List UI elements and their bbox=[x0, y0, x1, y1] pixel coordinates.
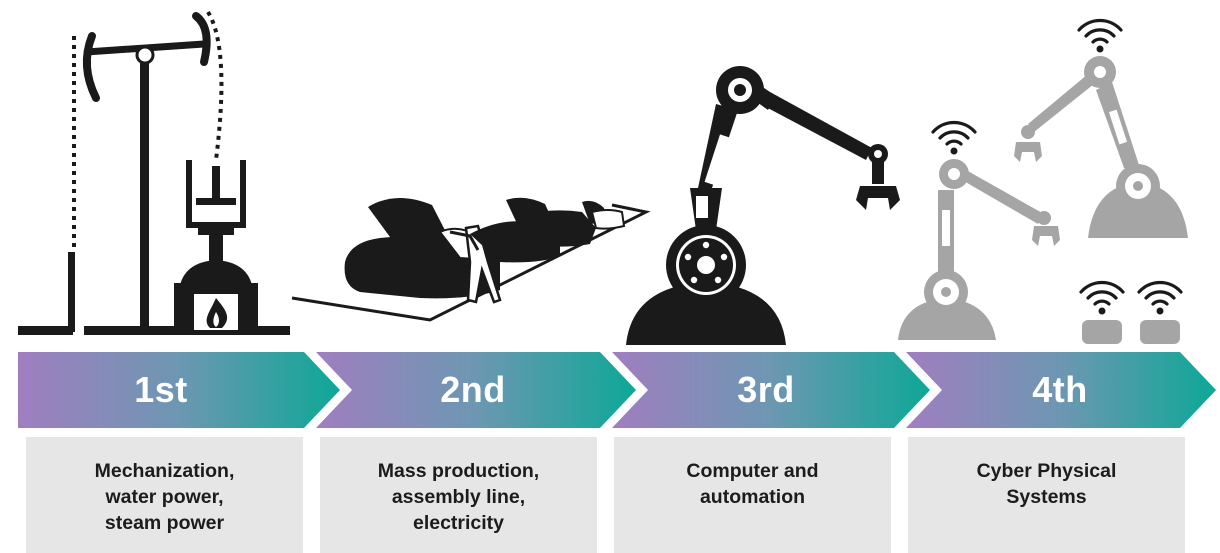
connected-robots-icon bbox=[898, 56, 1188, 344]
wifi-icon bbox=[931, 120, 977, 157]
illustrations bbox=[18, 10, 1188, 345]
steam-engine-icon bbox=[18, 10, 290, 335]
stage-description-3rd: Computer and automation bbox=[614, 437, 891, 553]
wifi-icon bbox=[1077, 18, 1123, 55]
stage-description-4th: Cyber Physical Systems bbox=[908, 437, 1185, 553]
arrow-segment-1st bbox=[18, 352, 340, 428]
stage-description-2nd: Mass production, assembly line, electric… bbox=[320, 437, 597, 553]
arrow-segment-4th bbox=[906, 352, 1216, 428]
stage-label-2nd: 2nd bbox=[440, 369, 506, 410]
assembly-line-icon bbox=[291, 197, 651, 322]
stage-description-1st: Mechanization, water power, steam power bbox=[26, 437, 303, 553]
stage-label-4th: 4th bbox=[1032, 369, 1088, 410]
wifi-icon bbox=[1079, 280, 1125, 317]
progress-arrow-band bbox=[18, 352, 1216, 428]
arrow-segment-2nd bbox=[316, 352, 636, 428]
robot-arm-icon bbox=[626, 66, 900, 345]
arrow-segment-3rd bbox=[612, 352, 930, 428]
stage-label-3rd: 3rd bbox=[737, 369, 795, 410]
stage-label-1st: 1st bbox=[134, 369, 188, 410]
wifi-icon bbox=[1137, 280, 1183, 317]
